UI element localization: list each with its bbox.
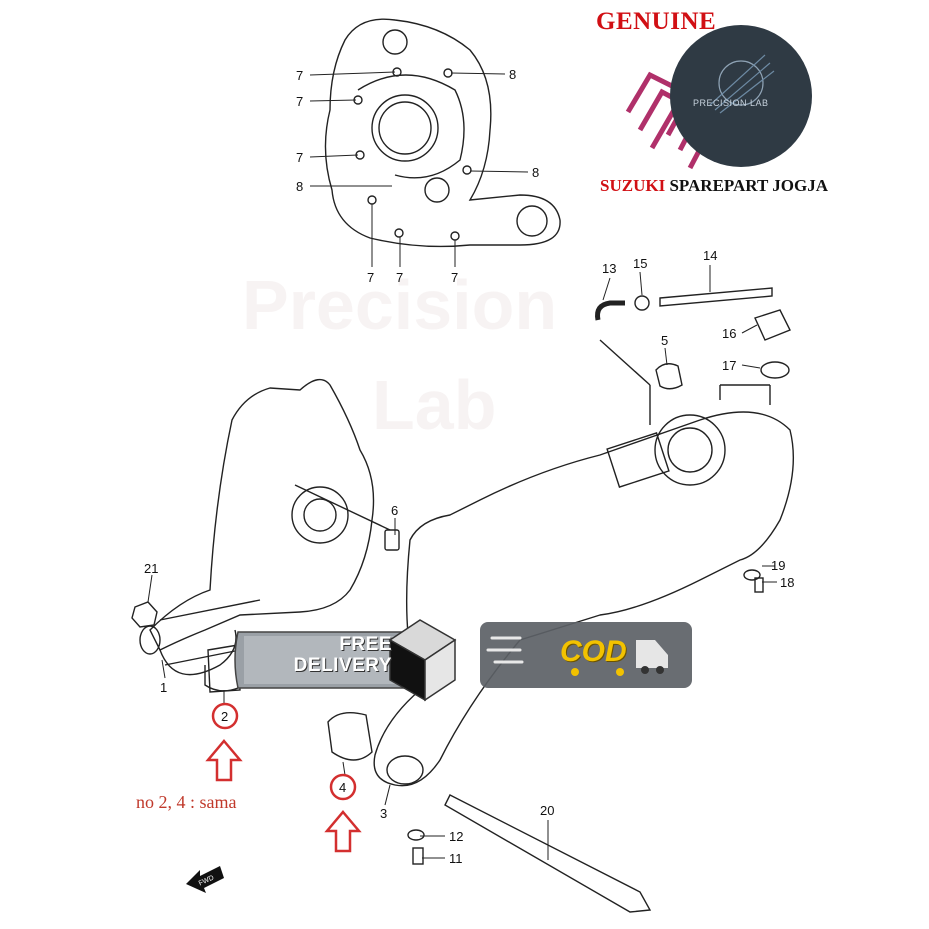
right-crankcase-drawing <box>373 339 794 787</box>
same-parts-note: no 2, 4 : sama <box>136 792 237 812</box>
watermark-line2: Lab <box>372 366 497 444</box>
truck-icon <box>571 640 668 676</box>
watermark-line1: Precision <box>242 266 558 344</box>
cod-text: COD <box>560 635 627 668</box>
callout-17: 17 <box>722 358 736 373</box>
box-icon <box>388 619 457 702</box>
callout-11: 11 <box>449 851 463 866</box>
callout-12: 12 <box>449 829 463 844</box>
callout-7-e: 7 <box>396 270 403 285</box>
cod-banner <box>480 622 692 688</box>
free-delivery-text: FREE DELIVERY <box>262 634 392 676</box>
free-delivery-banner <box>234 631 441 689</box>
shop-brand-suzuki: SUZUKI <box>600 176 666 195</box>
callout-8-b: 8 <box>509 67 516 82</box>
callout-8-c: 8 <box>532 165 539 180</box>
callout-6: 6 <box>391 503 398 518</box>
precision-lab-logo <box>670 25 812 167</box>
callout-18: 18 <box>780 575 794 590</box>
callout-20: 20 <box>540 803 554 818</box>
callout-13: 13 <box>602 261 616 276</box>
crankcase-cover-drawing <box>324 18 561 248</box>
callout-7-d: 7 <box>367 270 374 285</box>
callout-1: 1 <box>160 680 167 695</box>
brand-title: GENUINE <box>596 8 717 35</box>
callout-8-a: 8 <box>296 179 303 194</box>
callout-7-a: 7 <box>296 68 303 83</box>
highlight-circle-4 <box>329 773 357 801</box>
up-arrow-icon <box>205 739 243 782</box>
small-parts-drawing <box>131 287 791 913</box>
callout-15: 15 <box>633 256 647 271</box>
callout-5: 5 <box>661 333 668 348</box>
up-arrow-icon <box>324 810 362 853</box>
free-line1: FREE <box>339 634 392 655</box>
callout-2: 2 <box>221 709 228 724</box>
callout-7-c: 7 <box>296 150 303 165</box>
callout-7-f: 7 <box>451 270 458 285</box>
callout-4: 4 <box>339 780 346 795</box>
shop-brand-name: SPAREPART JOGJA <box>669 176 828 195</box>
callout-7-b: 7 <box>296 94 303 109</box>
callout-21: 21 <box>144 561 158 576</box>
gear-icon <box>709 54 775 114</box>
highlight-circle-2 <box>211 702 239 730</box>
free-line2: DELIVERY <box>293 655 392 676</box>
callout-16: 16 <box>722 326 736 341</box>
shop-brand: SUZUKI SPAREPART JOGJA <box>600 176 828 196</box>
fwd-arrow-icon: FWD <box>186 866 224 893</box>
callout-19: 19 <box>771 558 785 573</box>
callout-3: 3 <box>380 806 387 821</box>
logo-text: PRECISION LAB <box>693 98 769 108</box>
callout-14: 14 <box>703 248 717 263</box>
